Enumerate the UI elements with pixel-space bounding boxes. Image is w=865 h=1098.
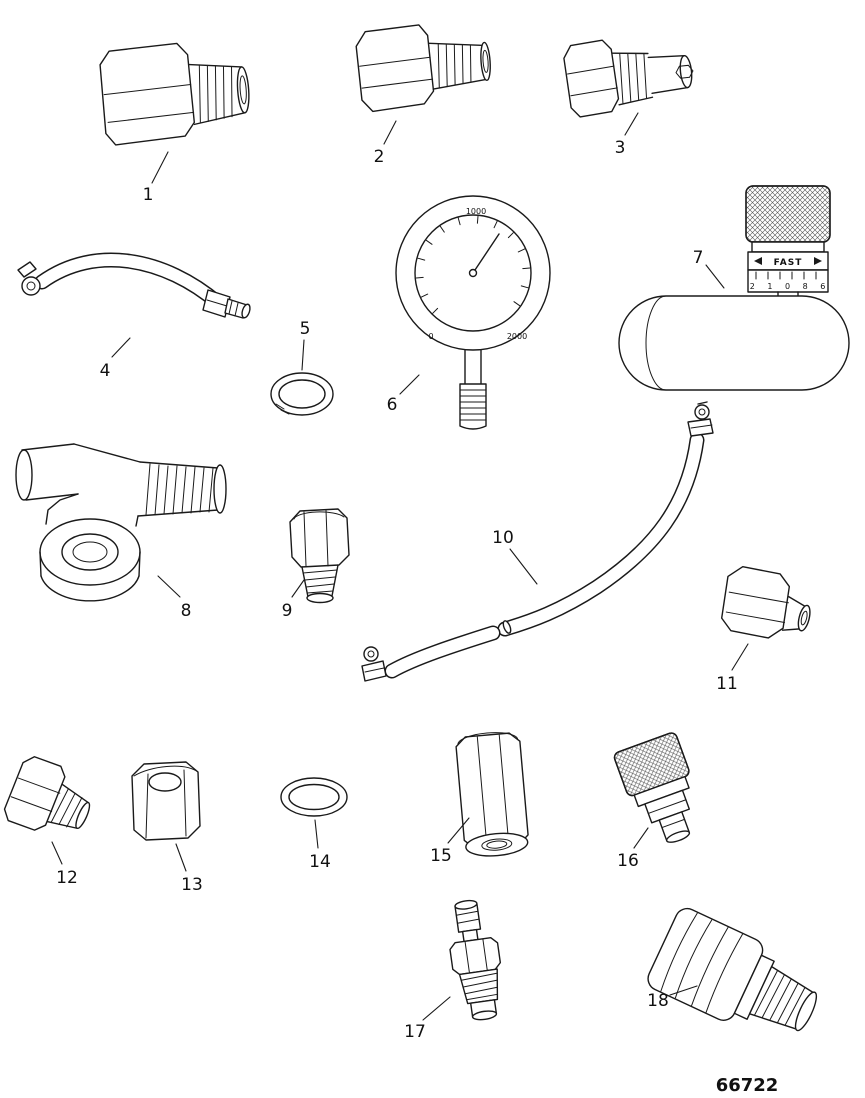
leader-line-8 xyxy=(157,575,181,598)
leader-line-5 xyxy=(301,339,305,371)
part-2-adapter-fitting-medium xyxy=(355,24,491,113)
leader-line-17 xyxy=(422,996,451,1021)
leader-line-13 xyxy=(175,843,187,872)
gauge-dial-right-value: 2000 xyxy=(507,332,527,341)
part-7-valve-assembly: FAST 2 1 0 8 6 xyxy=(618,185,850,391)
part-5-retaining-ring xyxy=(270,372,334,416)
callout-14: 14 xyxy=(309,852,331,872)
callout-13: 13 xyxy=(181,875,203,895)
leader-line-4 xyxy=(111,337,131,358)
part-13-hex-nut xyxy=(131,761,201,841)
part-12-pipe-plug xyxy=(3,756,91,831)
leader-line-3 xyxy=(624,112,639,136)
leader-line-2 xyxy=(383,120,397,145)
callout-17: 17 xyxy=(404,1022,426,1042)
callout-10: 10 xyxy=(492,528,514,548)
part-18-coupler-large xyxy=(647,907,818,1032)
callout-11: 11 xyxy=(716,674,738,694)
callout-7: 7 xyxy=(693,248,704,268)
gauge-dial-top-value: 1000 xyxy=(466,207,486,216)
leader-line-14 xyxy=(314,819,319,849)
leader-line-11 xyxy=(731,643,749,671)
callout-2: 2 xyxy=(374,147,385,167)
part-16-quick-connect-fitting xyxy=(613,732,691,843)
part-4-hose-short xyxy=(17,252,251,319)
part-14-o-ring xyxy=(280,777,348,817)
drawing-part-number: 66722 xyxy=(716,1075,779,1096)
leader-line-1 xyxy=(151,151,169,184)
gauge-dial-left-value: 0 xyxy=(428,332,433,341)
leader-line-7 xyxy=(705,264,725,289)
part-1-adapter-fitting-large xyxy=(99,42,250,146)
part-15-hex-coupler xyxy=(455,732,529,857)
leader-line-12 xyxy=(51,841,63,865)
callout-8: 8 xyxy=(181,601,192,621)
callout-6: 6 xyxy=(387,395,398,415)
valve-knob-scale: 2 1 0 8 6 xyxy=(750,282,831,291)
leader-line-10 xyxy=(509,548,538,585)
callout-16: 16 xyxy=(617,851,639,871)
part-10-hose-long xyxy=(361,401,714,682)
callout-5: 5 xyxy=(300,319,311,339)
callout-15: 15 xyxy=(430,846,452,866)
part-11-hex-fitting xyxy=(720,565,811,639)
callout-9: 9 xyxy=(282,601,293,621)
leader-line-6 xyxy=(399,374,420,395)
callout-3: 3 xyxy=(615,138,626,158)
callout-18: 18 xyxy=(647,991,669,1011)
leader-line-9 xyxy=(291,579,305,598)
callout-4: 4 xyxy=(100,361,111,381)
part-3-quick-connect-adapter xyxy=(563,39,694,118)
leader-line-18 xyxy=(669,985,698,996)
callouts: 1 2 3 4 5 6 7 8 9 10 11 12 13 14 15 16 1 xyxy=(51,112,749,1042)
part-17-quick-connect-stem xyxy=(449,899,502,1021)
callout-1: 1 xyxy=(143,185,154,205)
callout-12: 12 xyxy=(56,868,78,888)
leader-line-15 xyxy=(447,817,470,844)
part-6-pressure-gauge: 1000 0 2000 xyxy=(395,195,551,430)
valve-knob-label: FAST xyxy=(774,258,803,268)
part-9-reducer-bushing xyxy=(289,508,350,604)
leader-line-16 xyxy=(633,827,649,849)
part-8-tee-fitting xyxy=(15,443,227,602)
